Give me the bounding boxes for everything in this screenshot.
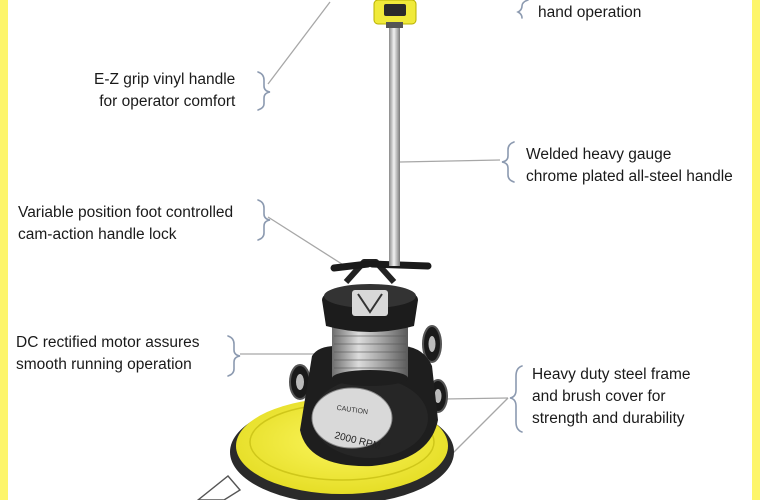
callout-motor: DC rectified motor assures smooth runnin… — [16, 334, 200, 373]
leader-handle-lock — [267, 216, 346, 267]
foot-pedal-outline — [196, 475, 242, 500]
motor-logo-plate — [352, 290, 388, 316]
motor-base-ring — [332, 370, 408, 386]
callout-hand-operation: hand operation — [538, 4, 642, 21]
wheel-rear-right-hub — [428, 336, 436, 352]
handle-grip-badge — [384, 4, 406, 16]
brace-motor — [227, 335, 241, 377]
wheel-left-hub — [296, 374, 304, 390]
callout-grip-handle: E-Z grip vinyl handle for operator comfo… — [94, 71, 236, 110]
brace-frame — [509, 365, 523, 433]
brace-steel-handle — [501, 141, 515, 183]
brace-handle-lock — [257, 199, 271, 241]
callout-steel-handle: Welded heavy gauge chrome plated all-ste… — [526, 146, 733, 185]
brace-hand-operation — [516, 0, 529, 19]
leader-grip — [267, 1, 331, 85]
handle-lock-lever-left — [330, 260, 372, 272]
motor-logo-mark — [357, 293, 383, 314]
callout-braces — [227, 0, 529, 433]
leader-frame-bottom — [445, 397, 509, 461]
wheel-right-hub — [434, 389, 442, 403]
leader-steel-handle — [399, 159, 501, 163]
caution-plate — [311, 387, 393, 449]
brace-grip — [257, 71, 271, 111]
floor-machine: CAUTION 2000 RPM — [230, 0, 454, 500]
callout-steel-frame: Heavy duty steel frame and brush cover f… — [532, 366, 691, 427]
callout-handle-lock: Variable position foot controlled cam-ac… — [18, 204, 234, 243]
chrome-handle-tube — [389, 18, 400, 266]
handle-grip-collar — [386, 22, 403, 28]
caution-text: CAUTION — [336, 405, 368, 416]
